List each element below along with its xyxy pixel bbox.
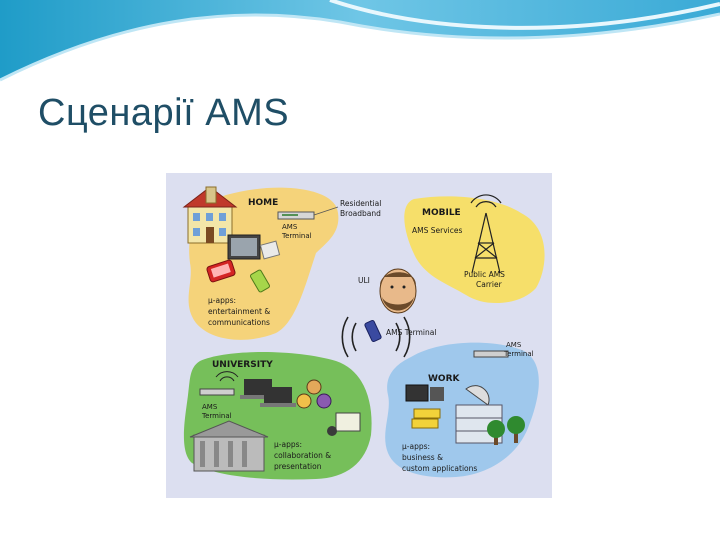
work-apps-label-1: μ-apps: [402,442,430,451]
university-title: UNIVERSITY [212,360,273,370]
center-terminal-label: AMS Terminal [386,328,436,337]
carrier-label-1: Public AMS [464,270,505,279]
home-apps-label-3: communications [208,318,270,327]
user-face-icon [379,268,417,314]
university-router-icon [199,388,235,396]
work-apps-label-3: custom applications [402,464,477,473]
work-router-icon [473,350,509,358]
mobile-phone-icon [364,319,382,343]
home-terminal-label-2: Terminal [281,232,312,240]
university-wifi-icon [215,371,239,382]
satellite-dish-icon [465,385,490,406]
cell-tower-icon [470,194,502,274]
tv-icon [227,234,261,260]
university-terminal-label-1: AMS [202,403,218,411]
laptop-icon-2 [260,387,296,407]
home-apps-label-2: entertainment & [208,307,270,316]
carrier-label-2: Carrier [476,280,503,289]
ams-scenarios-diagram: HOME Residential Broadband AMS Terminal … [166,173,552,498]
servers-icon [411,408,441,429]
uli-label: ULI [358,276,370,285]
mobile-services-label: AMS Services [412,226,462,235]
pda-icon [250,269,270,293]
university-apps-label-2: collaboration & [274,451,331,460]
trees-icon [487,416,525,445]
university-apps-label-3: presentation [274,462,322,471]
work-terminal-label-2: Terminal [503,350,534,358]
house-icon [182,186,238,244]
home-apps-label-1: μ-apps: [208,296,236,305]
work-title: WORK [428,374,461,384]
residential-label-2: Broadband [340,209,381,218]
university-building-icon [189,420,269,472]
presenter-icon [327,412,361,436]
home-title: HOME [248,198,278,208]
slide-title: Сценарії AMS [38,92,290,134]
students-icon [296,379,332,409]
work-terminal-label-1: AMS [506,341,522,349]
mobile-title: MOBILE [422,208,461,218]
signal-arcs [341,316,411,358]
broadband-modem-icon [277,211,315,220]
university-terminal-label-2: Terminal [201,412,232,420]
broadband-link [313,206,339,216]
mobile-region [404,196,545,304]
desk-phone-icon [405,384,444,402]
university-apps-label-1: μ-apps: [274,440,302,449]
telephone-icon [206,259,236,283]
header-swoosh [0,0,720,82]
game-console-icon [259,240,281,260]
work-apps-label-2: business & [402,453,443,462]
residential-label-1: Residential [340,199,381,208]
home-terminal-label-1: AMS [282,223,298,231]
